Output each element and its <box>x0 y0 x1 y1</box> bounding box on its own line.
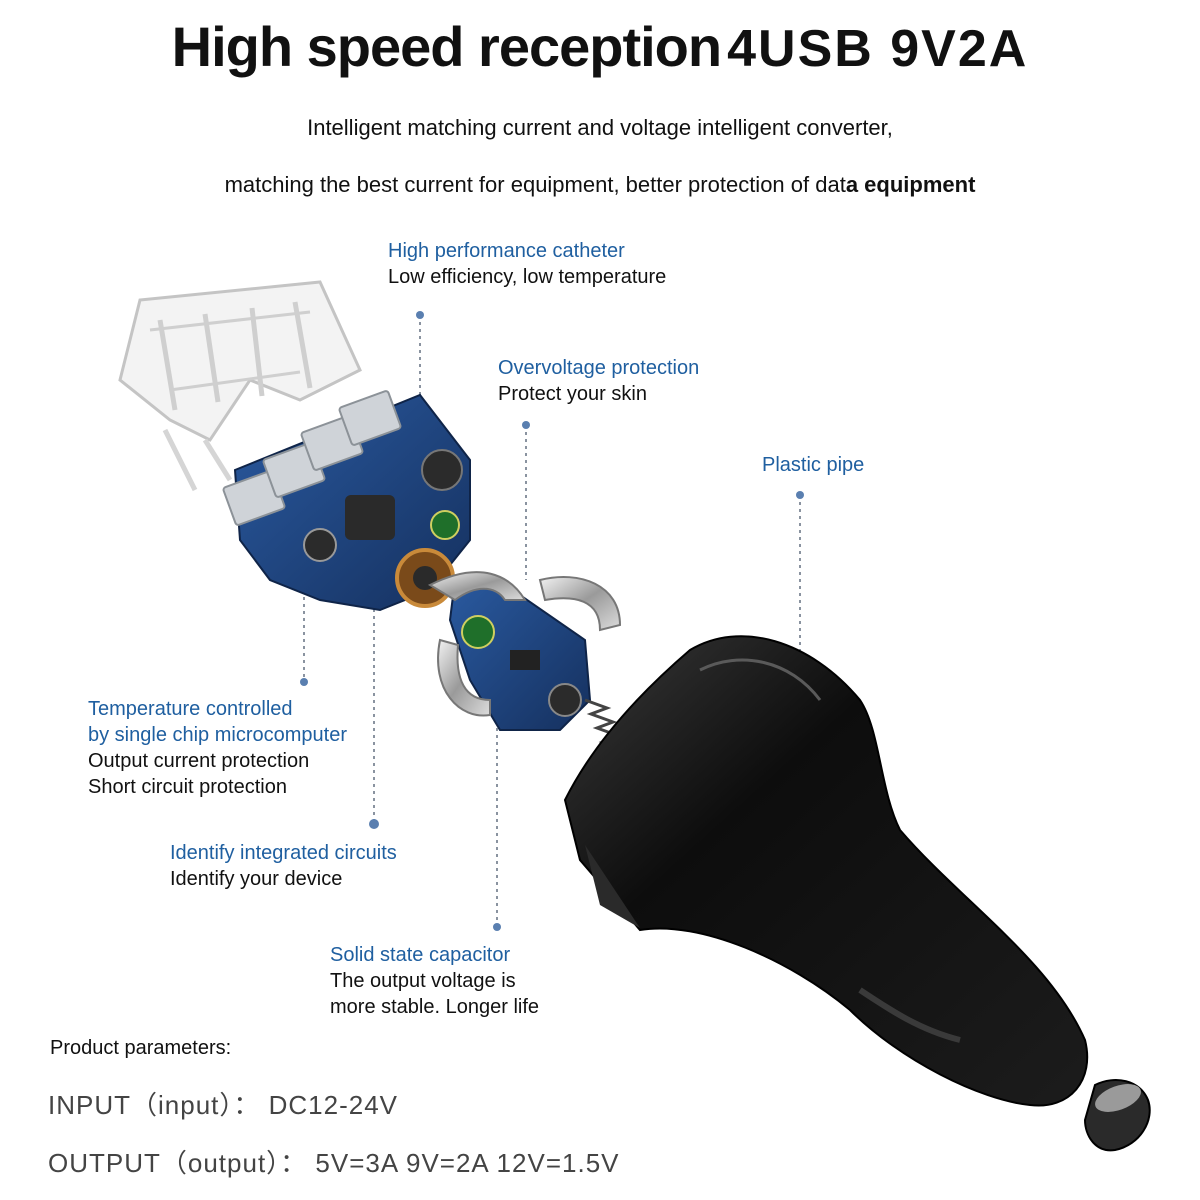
callout-title: Identify integrated circuits <box>170 842 397 864</box>
callout-overvoltage: Overvoltage protection Protect your skin <box>498 355 699 407</box>
subtitle-line-2-bold: a equipment <box>845 172 976 197</box>
metal-clips <box>427 571 622 717</box>
callout-title: Overvoltage protection <box>498 357 700 379</box>
callout-plastic-pipe: Plastic pipe <box>762 452 864 478</box>
subtitle-line-1: Intelligent matching current and voltage… <box>307 115 893 140</box>
callout-title: High performance catheter <box>388 240 625 262</box>
title-spec: 4USB 9V2A <box>727 20 1029 78</box>
input-spec: INPUT（input）： DC12-24V <box>48 1085 398 1122</box>
callout-text: Output current protection <box>88 750 310 772</box>
output-spec: OUTPUT（output）： 5V=3A 9V=2A 12V=1.5V <box>48 1143 620 1180</box>
callout-identify: Identify integrated circuits Identify yo… <box>170 840 397 892</box>
input-value: DC12-24V <box>268 1090 399 1120</box>
callout-title: Temperature controlled <box>88 698 293 720</box>
callout-text: Identify your device <box>170 868 343 890</box>
output-value: 5V=3A 9V=2A 12V=1.5V <box>315 1148 620 1178</box>
leader-dots <box>300 311 804 931</box>
input-label: INPUT（input）： <box>48 1090 261 1120</box>
callout-temperature: Temperature controlled by single chip mi… <box>88 696 347 800</box>
callout-capacitor: Solid state capacitor The output voltage… <box>330 942 539 1020</box>
callout-title-2: by single chip microcomputer <box>88 724 347 746</box>
callout-text: Low efficiency, low temperature <box>388 266 667 288</box>
black-shell <box>563 635 1089 1107</box>
pcb-daughter <box>448 578 592 731</box>
params-heading: Product parameters: <box>50 1037 232 1059</box>
callout-text: more stable. Longer life <box>330 996 540 1018</box>
callout-title: Plastic pipe <box>762 454 865 476</box>
callout-text: Protect your skin <box>498 383 647 405</box>
title-main: High speed reception <box>171 15 722 78</box>
output-label: OUTPUT（output）： <box>48 1148 308 1178</box>
callout-text: The output voltage is <box>330 970 516 992</box>
subtitle-line-2-regular: matching the best current for equipment,… <box>224 172 846 197</box>
pcb-board <box>222 390 471 612</box>
callout-text: Short circuit protection <box>88 776 287 798</box>
subtitle-line-2: matching the best current for equipment,… <box>0 172 1200 198</box>
plastic-cap <box>118 280 362 492</box>
tip-contact <box>1083 1079 1151 1152</box>
callout-title: Solid state capacitor <box>330 944 511 966</box>
callout-catheter: High performance catheter Low efficiency… <box>388 238 666 290</box>
